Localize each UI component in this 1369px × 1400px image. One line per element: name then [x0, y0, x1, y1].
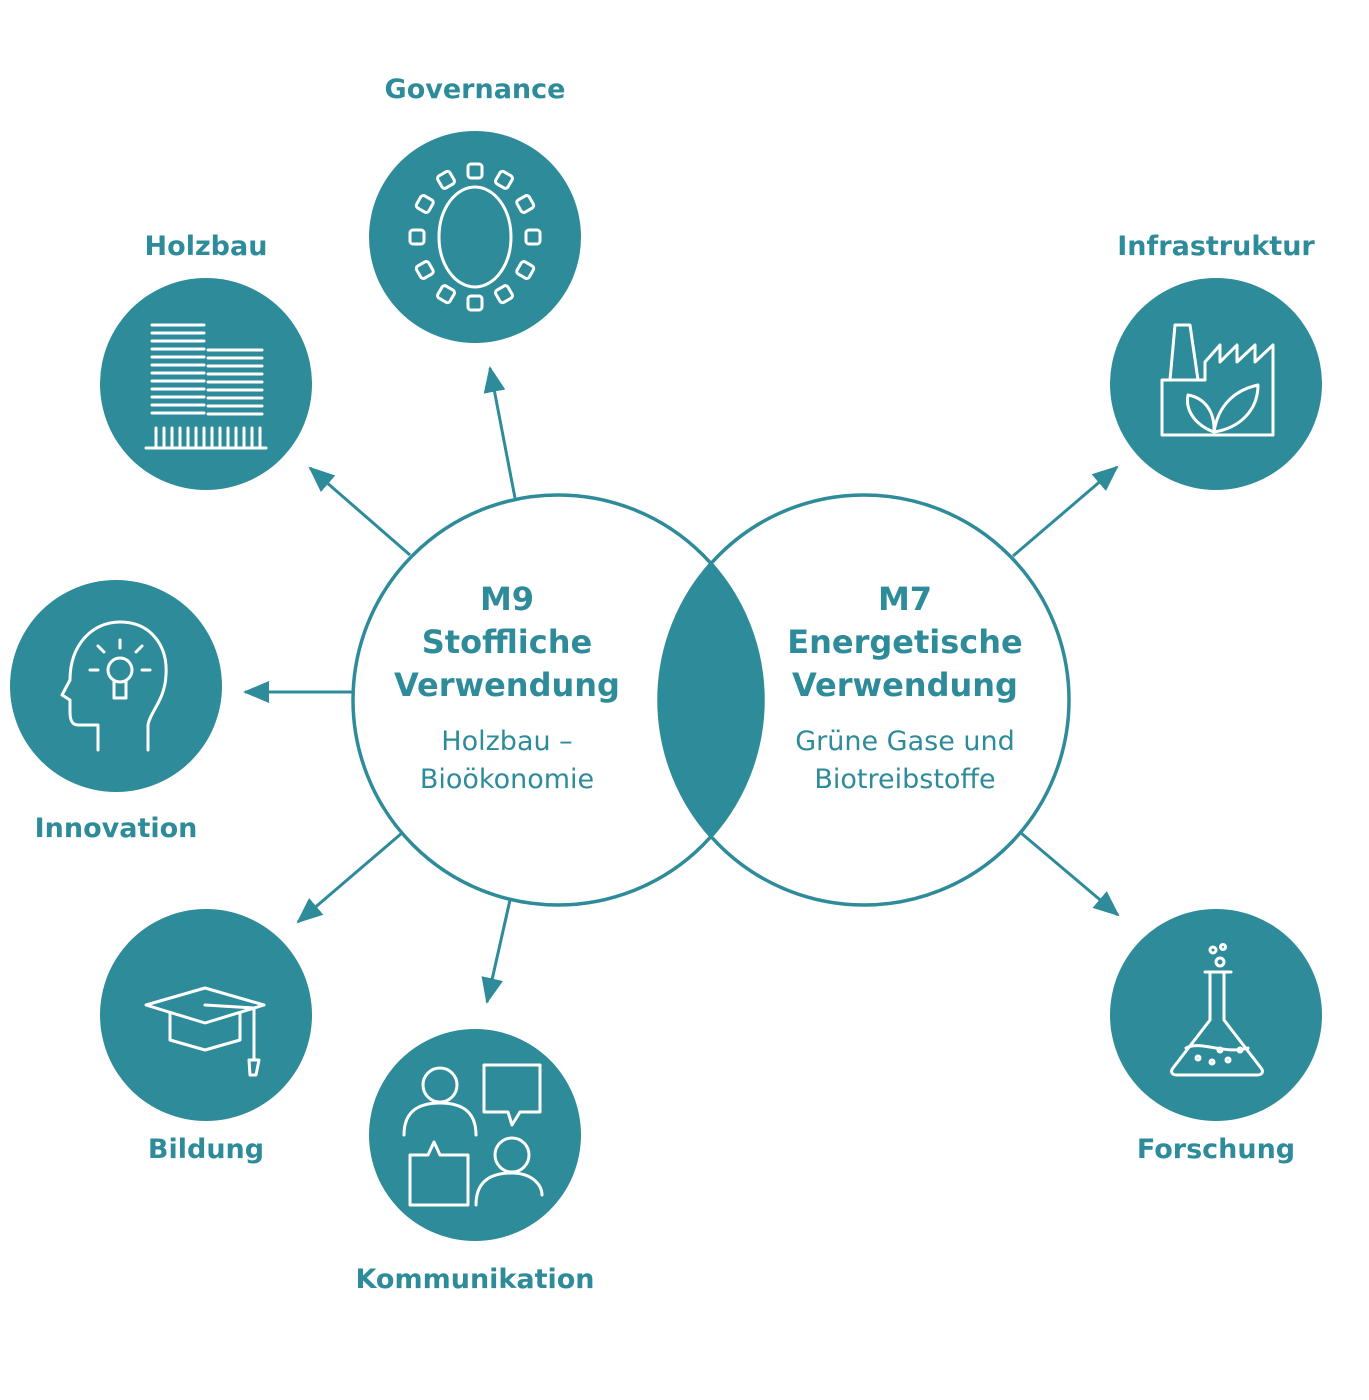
m9-code: M9 [479, 580, 535, 618]
node-infrastruktur [1110, 278, 1322, 490]
m7-code: M7 [877, 580, 933, 618]
node-governance [369, 131, 581, 343]
arrow-to-governance [483, 366, 517, 499]
label-governance: Governance [384, 74, 566, 105]
m9-title-line2: Verwendung [394, 666, 620, 704]
node-innovation [10, 580, 222, 792]
m7-title-line1: Energetische [787, 623, 1023, 661]
m9-subtitle-line2: Bioökonomie [419, 764, 595, 795]
m7-subtitle-line2: Biotreibstoffe [814, 764, 996, 795]
label-bildung: Bildung [147, 1134, 265, 1165]
circle-m7 [657, 493, 1071, 907]
arrow-to-forschung [1020, 831, 1120, 917]
node-forschung [1110, 909, 1322, 1121]
flask-icon [1170, 943, 1264, 1077]
label-innovation: Innovation [34, 813, 198, 844]
head-lightbulb-icon [60, 620, 168, 752]
graduation-cap-icon [144, 986, 266, 1077]
people-chat-icon [402, 1063, 544, 1207]
arrow-to-infrastruktur [1012, 465, 1119, 558]
node-holzbau [100, 278, 312, 490]
arrow-to-kommunikation [481, 899, 512, 1004]
label-holzbau: Holzbau [144, 231, 268, 262]
m9-text: M9 Stoffliche Verwendung Holzbau – Bioök… [394, 578, 620, 799]
label-kommunikation: Kommunikation [355, 1264, 595, 1295]
label-infrastruktur: Infrastruktur [1117, 231, 1315, 262]
round-table-icon [408, 162, 542, 312]
m7-subtitle-line1: Grüne Gase und [795, 726, 1015, 757]
circle-m9 [351, 493, 765, 907]
m9-subtitle-line1: Holzbau – [441, 726, 573, 757]
label-forschung: Forschung [1136, 1134, 1296, 1165]
m9-title-line1: Stoffliche [421, 623, 593, 661]
factory-leaf-icon [1160, 323, 1275, 437]
arrow-to-bildung [296, 831, 403, 924]
m7-title-line2: Verwendung [792, 666, 1018, 704]
buildings-icon [144, 323, 268, 450]
node-bildung [100, 909, 312, 1121]
arrow-to-holzbau [308, 466, 411, 557]
m7-text: M7 Energetische Verwendung Grüne Gase un… [787, 578, 1023, 799]
